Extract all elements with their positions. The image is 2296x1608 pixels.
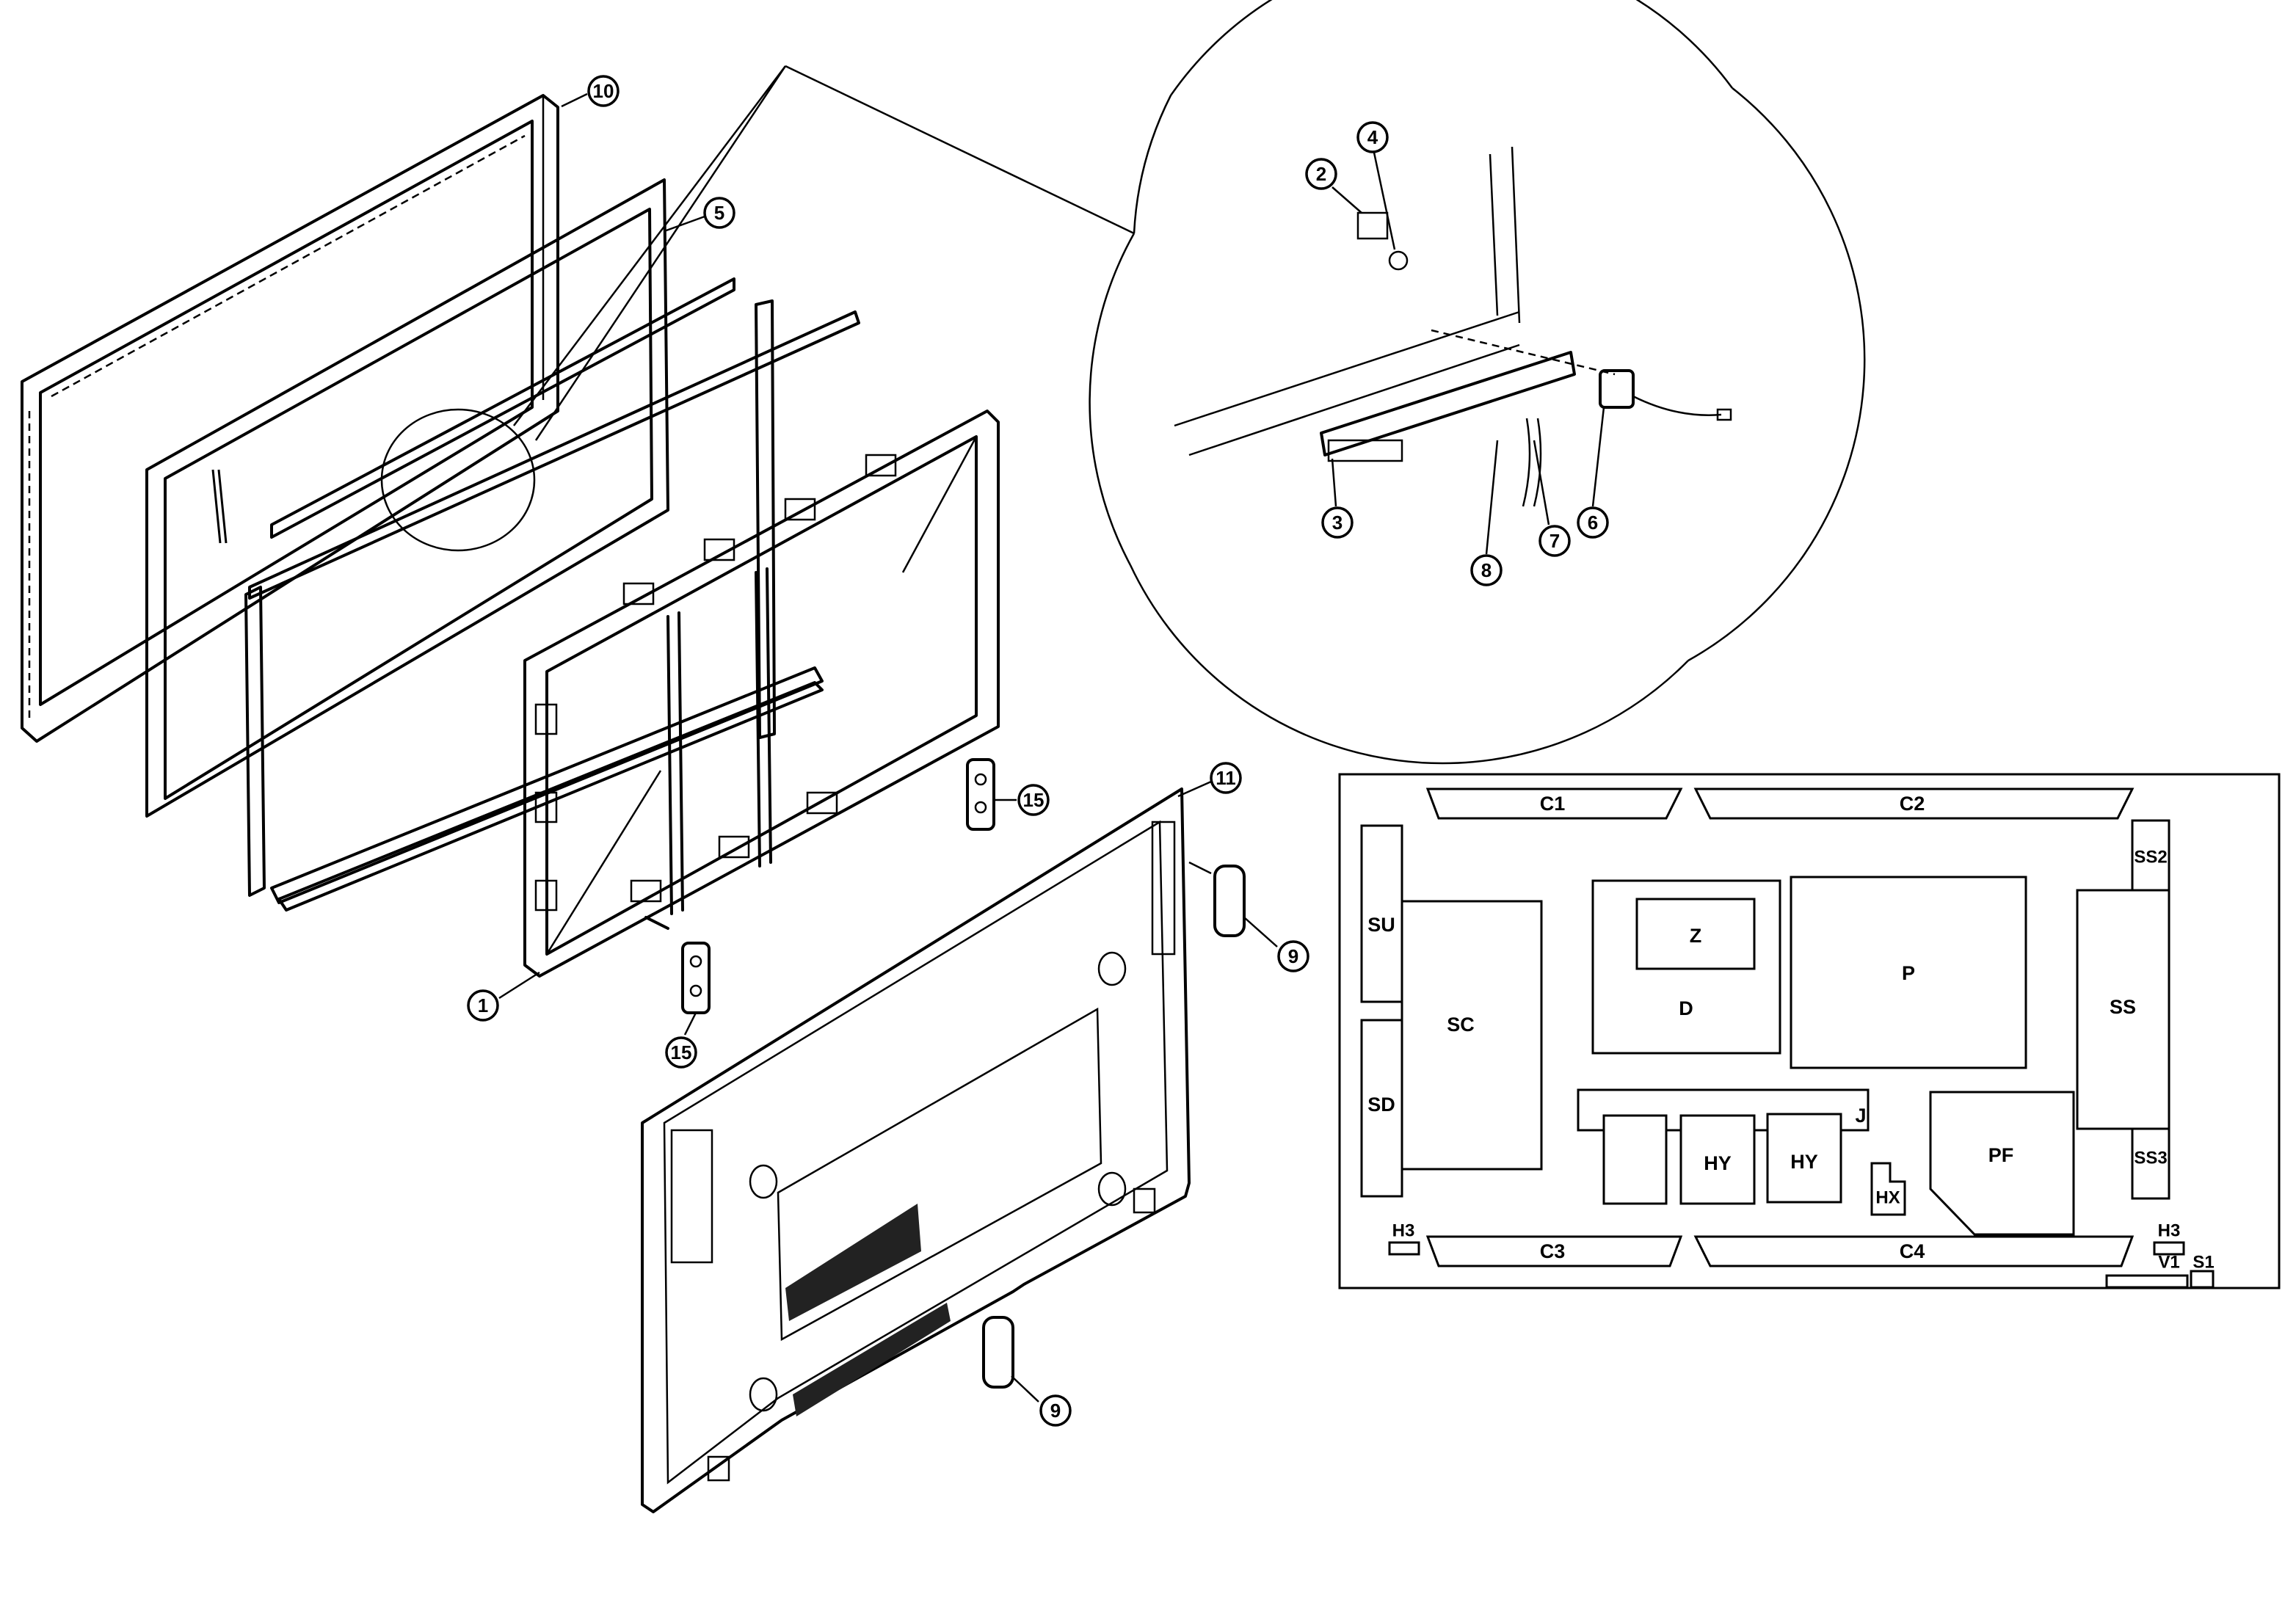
callout-9-upper: 9 bbox=[1243, 917, 1309, 972]
block-h3-right bbox=[2153, 1241, 2185, 1256]
svg-text:4: 4 bbox=[1367, 126, 1378, 148]
block-hx bbox=[1870, 1162, 1906, 1216]
callout-1: 1 bbox=[467, 971, 540, 1022]
block-c2 bbox=[1693, 787, 2135, 820]
block-p bbox=[1790, 876, 2027, 1069]
callout-15-lower: 15 bbox=[665, 1012, 697, 1069]
label-ss: SS bbox=[2110, 996, 2136, 1018]
bracket-lower bbox=[644, 916, 711, 1014]
block-s1 bbox=[2190, 1270, 2215, 1289]
label-ss3: SS3 bbox=[2134, 1149, 2167, 1168]
svg-text:11: 11 bbox=[1216, 767, 1236, 789]
block-ss bbox=[2076, 889, 2170, 1130]
block-left-sub bbox=[1602, 1114, 1668, 1205]
label-pf: PF bbox=[1988, 1144, 2014, 1166]
block-ss3 bbox=[2131, 1127, 2170, 1200]
label-j: J bbox=[1855, 1105, 1866, 1127]
block-z bbox=[1635, 898, 1756, 970]
callout-10: 10 bbox=[561, 75, 620, 108]
chassis-frame bbox=[523, 410, 1000, 978]
callout-4: 4 bbox=[1356, 121, 1396, 250]
svg-text:8: 8 bbox=[1481, 559, 1492, 581]
svg-text:15: 15 bbox=[671, 1041, 692, 1063]
board-layout-panel: C1 C2 C3 C4 SU SD SC D Z P SS2 SS SS3 J … bbox=[1338, 773, 2281, 1289]
label-d: D bbox=[1679, 997, 1693, 1019]
callout-7: 7 bbox=[1533, 440, 1571, 557]
support-bars bbox=[244, 277, 860, 912]
callout-15-upper: 15 bbox=[995, 784, 1050, 816]
svg-text:6: 6 bbox=[1588, 512, 1598, 534]
front-glass-panel bbox=[145, 178, 669, 818]
svg-text:10: 10 bbox=[593, 80, 614, 102]
handle-upper bbox=[1188, 861, 1246, 937]
svg-text:1: 1 bbox=[478, 994, 488, 1016]
block-sd bbox=[1360, 1019, 1403, 1198]
callout-5: 5 bbox=[664, 197, 735, 233]
block-hy-a bbox=[1679, 1114, 1756, 1205]
label-c2: C2 bbox=[1900, 793, 1925, 815]
label-hy-b: HY bbox=[1790, 1151, 1818, 1173]
block-c1 bbox=[1425, 787, 1683, 820]
block-hy-b bbox=[1766, 1113, 1842, 1204]
block-sc bbox=[1401, 900, 1543, 1171]
svg-text:15: 15 bbox=[1023, 789, 1045, 811]
block-su bbox=[1360, 824, 1403, 1003]
svg-text:9: 9 bbox=[1050, 1400, 1061, 1422]
bracket-upper bbox=[966, 758, 995, 831]
label-p: P bbox=[1902, 962, 1915, 984]
svg-text:7: 7 bbox=[1550, 530, 1560, 552]
block-h3-left bbox=[1388, 1241, 1420, 1256]
label-c1: C1 bbox=[1540, 793, 1566, 815]
label-hy-a: HY bbox=[1704, 1152, 1732, 1174]
label-z: Z bbox=[1690, 925, 1702, 947]
label-h3-right: H3 bbox=[2158, 1221, 2181, 1241]
label-c3: C3 bbox=[1540, 1240, 1566, 1262]
callout-6: 6 bbox=[1577, 407, 1609, 539]
svg-text:5: 5 bbox=[714, 202, 724, 224]
block-c3 bbox=[1425, 1235, 1683, 1267]
label-hx: HX bbox=[1875, 1188, 1900, 1208]
callout-8: 8 bbox=[1470, 440, 1503, 586]
label-v1: V1 bbox=[2158, 1253, 2179, 1273]
block-c4 bbox=[1693, 1235, 2135, 1267]
block-pf bbox=[1929, 1091, 2075, 1236]
rear-cover bbox=[641, 787, 1191, 1513]
svg-text:3: 3 bbox=[1332, 512, 1343, 534]
label-sc: SC bbox=[1447, 1014, 1475, 1036]
label-su: SU bbox=[1367, 914, 1395, 936]
handle-lower bbox=[982, 1316, 1014, 1389]
label-s1: S1 bbox=[2193, 1253, 2214, 1273]
detail-magnified-view bbox=[1089, 0, 1866, 765]
label-c4: C4 bbox=[1900, 1240, 1925, 1262]
detail-locator bbox=[380, 65, 1135, 552]
callout-2: 2 bbox=[1305, 158, 1362, 214]
svg-text:2: 2 bbox=[1316, 163, 1326, 185]
front-bezel bbox=[21, 94, 559, 743]
callout-9-lower: 9 bbox=[1011, 1375, 1072, 1427]
label-sd: SD bbox=[1367, 1094, 1395, 1116]
callout-11: 11 bbox=[1177, 762, 1242, 798]
label-ss2: SS2 bbox=[2134, 848, 2167, 867]
svg-text:9: 9 bbox=[1288, 945, 1298, 967]
label-h3-left: H3 bbox=[1392, 1221, 1415, 1241]
block-v1 bbox=[2105, 1274, 2189, 1289]
callout-3: 3 bbox=[1321, 458, 1354, 539]
